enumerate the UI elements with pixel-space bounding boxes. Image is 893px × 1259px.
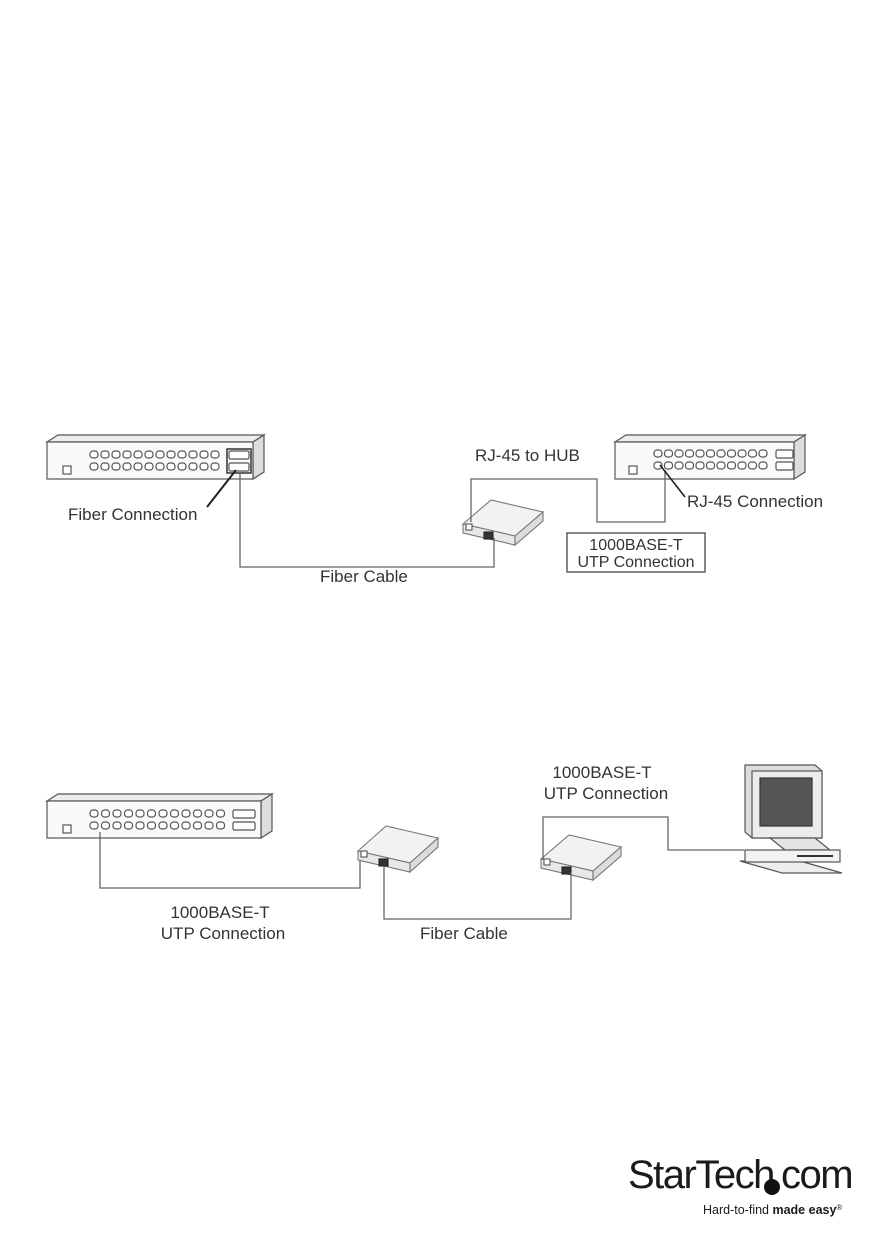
port-icon [101, 463, 109, 470]
port-icon [136, 822, 144, 829]
port-icon [171, 822, 179, 829]
port-icon [113, 822, 121, 829]
port-icon [194, 822, 202, 829]
right-switch [615, 435, 805, 479]
port-icon [178, 463, 186, 470]
media-converter-1 [463, 500, 543, 545]
port-icon [113, 810, 121, 817]
logo-dot-icon [764, 1179, 780, 1195]
port-icon [90, 451, 98, 458]
logo-tagline: Hard-to-find made easy® [703, 1203, 842, 1217]
label-utp-1-line2: UTP Connection [577, 554, 694, 571]
port-icon [125, 810, 133, 817]
port-icon [90, 463, 98, 470]
label-fiber-cable-1: Fiber Cable [320, 567, 408, 586]
startech-logo: StarTech com Hard-to-find made easy® [628, 1150, 858, 1220]
port-icon [159, 810, 167, 817]
label-rj45-to-hub: RJ-45 to HUB [475, 446, 580, 465]
port-icon [759, 462, 767, 469]
port-icon [675, 462, 683, 469]
port-icon [728, 450, 736, 457]
port-icon [717, 462, 725, 469]
left-switch [47, 435, 264, 479]
port-icon [200, 451, 208, 458]
port-icon [182, 810, 190, 817]
port-icon [749, 450, 757, 457]
port-icon [156, 463, 164, 470]
port-icon [112, 463, 120, 470]
port-icon [759, 450, 767, 457]
label-fiber-cable-2: Fiber Cable [420, 924, 508, 943]
port-icon [675, 450, 683, 457]
port-icon [665, 462, 673, 469]
port-icon [101, 451, 109, 458]
port-icon [217, 822, 225, 829]
port-icon [148, 822, 156, 829]
label-utp-1-line1: 1000BASE-T [589, 537, 683, 554]
port-icon [211, 451, 219, 458]
port-icon [749, 462, 757, 469]
label-rj45-connection: RJ-45 Connection [687, 492, 823, 511]
port-icon [145, 451, 153, 458]
port-icon [167, 451, 175, 458]
port-icon [123, 463, 131, 470]
port-icon [194, 810, 202, 817]
port-icon [134, 451, 142, 458]
port-icon [102, 822, 110, 829]
label-utp-2-top-line1: 1000BASE-T [552, 763, 651, 782]
port-icon [686, 450, 694, 457]
port-icon [696, 450, 704, 457]
label-utp-2-bottom-line2: UTP Connection [161, 924, 285, 943]
port-icon [707, 450, 715, 457]
port-icon [125, 822, 133, 829]
port-icon [205, 810, 213, 817]
port-icon [167, 463, 175, 470]
port-icon [156, 451, 164, 458]
port-icon [189, 451, 197, 458]
media-converter-2b [541, 835, 621, 880]
label-utp-2-top-line2: UTP Connection [544, 784, 668, 803]
port-icon [123, 451, 131, 458]
port-icon [134, 463, 142, 470]
left-switch-2 [47, 794, 272, 838]
port-icon [145, 463, 153, 470]
port-icon [728, 462, 736, 469]
label-utp-2-bottom-line1: 1000BASE-T [170, 903, 269, 922]
port-icon [738, 462, 746, 469]
port-icon [696, 462, 704, 469]
port-icon [654, 450, 662, 457]
port-icon [738, 450, 746, 457]
port-icon [90, 822, 98, 829]
port-icon [217, 810, 225, 817]
port-icon [200, 463, 208, 470]
port-icon [112, 451, 120, 458]
port-icon [707, 462, 715, 469]
port-icon [205, 822, 213, 829]
port-icon [102, 810, 110, 817]
port-icon [717, 450, 725, 457]
port-icon [90, 810, 98, 817]
diagram-2: 1000BASE-T UTP Connection 1000BASE-T UTP… [47, 763, 842, 943]
port-icon [686, 462, 694, 469]
port-icon [665, 450, 673, 457]
port-icon [171, 810, 179, 817]
logo-brand: StarTech [628, 1153, 774, 1197]
port-icon [211, 463, 219, 470]
port-icon [182, 822, 190, 829]
port-icon [136, 810, 144, 817]
logo-brand-suffix: com [781, 1153, 852, 1197]
port-icon [178, 451, 186, 458]
diagram-1: Fiber Connection RJ-45 to HUB RJ-45 Conn… [47, 435, 823, 586]
port-icon [189, 463, 197, 470]
label-fiber-connection: Fiber Connection [68, 505, 197, 524]
media-converter-2a [358, 826, 438, 872]
port-icon [159, 822, 167, 829]
port-icon [148, 810, 156, 817]
computer [740, 765, 842, 873]
